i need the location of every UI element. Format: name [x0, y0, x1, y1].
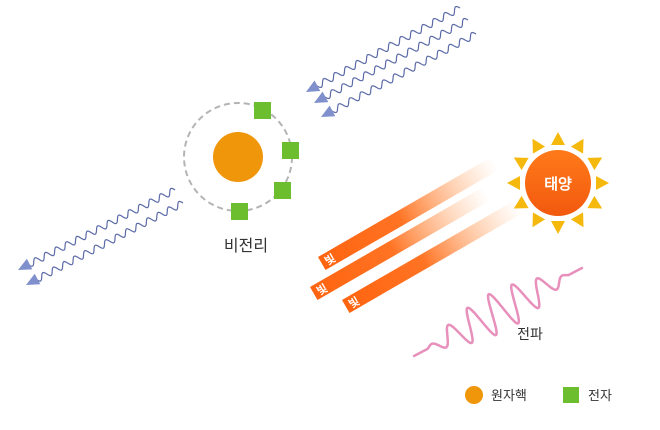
radio-wave — [412, 266, 584, 358]
sun-ray — [507, 176, 520, 190]
wavy-ray — [25, 187, 176, 267]
sun-ray — [570, 212, 584, 228]
sun-ray — [532, 138, 546, 154]
wavy-ray — [321, 17, 469, 100]
nucleus — [213, 132, 263, 182]
sun-ray — [532, 212, 546, 228]
sun-rays — [507, 132, 609, 234]
legend-nucleus-label: 원자핵 — [491, 389, 527, 404]
legend-nucleus-swatch — [465, 386, 483, 404]
ray-arrowhead — [314, 91, 329, 103]
light-beam: 빛 — [310, 187, 491, 300]
legend-electron-label: 전자 — [588, 389, 612, 404]
electron — [274, 182, 291, 199]
wavy-rays — [18, 5, 477, 285]
sun-ray — [570, 138, 584, 154]
sun-icon: 태양 — [507, 132, 609, 234]
sun-core — [525, 150, 591, 216]
legend: 원자핵 전자 — [465, 386, 612, 404]
sun-label: 태양 — [544, 175, 572, 193]
sun-ray — [513, 157, 529, 171]
ray-arrowhead — [306, 80, 321, 92]
wave-label: 전파 — [517, 327, 543, 343]
sun-ray — [596, 176, 609, 190]
ion-label: 비전리 — [224, 236, 268, 255]
legend-electron-swatch — [563, 387, 579, 403]
wavy-ray — [33, 200, 184, 282]
wavy-ray — [328, 31, 477, 114]
wavy-ray — [313, 5, 461, 88]
electron — [231, 203, 248, 220]
sun-ray — [587, 195, 603, 209]
ray-arrowhead — [321, 105, 336, 117]
ray-arrowhead — [18, 258, 33, 270]
electron — [254, 102, 271, 119]
electron — [282, 142, 299, 159]
sun-ray — [551, 132, 565, 145]
light-beam: 빛 — [342, 200, 523, 313]
sun-ray — [551, 221, 565, 234]
ray-arrowhead — [26, 273, 41, 285]
sun-ray — [587, 157, 603, 171]
light-beam: 빛 — [318, 157, 499, 270]
